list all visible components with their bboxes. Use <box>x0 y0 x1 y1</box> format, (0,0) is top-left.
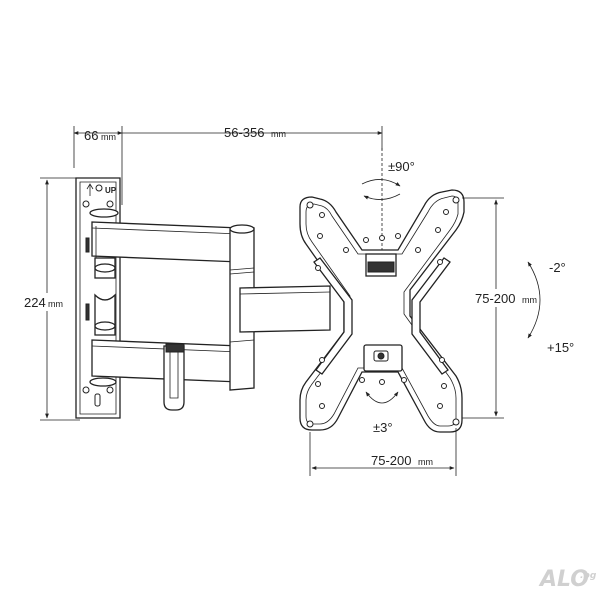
watermark-logo: ALO .bg <box>538 567 597 592</box>
vesa-horizontal-value: 75-200 <box>371 453 411 468</box>
dimension-depth: 66 mm <box>73 126 123 205</box>
watermark-tld: .bg <box>580 571 597 581</box>
height-value: 224 <box>24 295 46 310</box>
tilt-indicator: -2° +15° <box>527 260 574 355</box>
watermark-brand: ALO <box>538 567 589 592</box>
depth-value: 66 <box>84 128 98 143</box>
extension-unit: mm <box>271 129 286 139</box>
dimension-height: 224 mm <box>22 177 80 421</box>
level-bubble-icon <box>95 184 103 192</box>
vesa-vertical-value: 75-200 <box>475 291 515 306</box>
dimension-vesa-horizontal: 75-200 mm <box>309 428 457 476</box>
extension-value: 56-356 <box>224 125 264 140</box>
cable-clip <box>163 343 185 411</box>
extension-arm <box>239 285 331 333</box>
swivel-angle: ±90° <box>388 159 415 174</box>
rotation-angle: ±3° <box>373 420 393 435</box>
vesa-horizontal-unit: mm <box>418 457 433 467</box>
up-label: UP <box>105 186 117 195</box>
dimension-vesa-vertical: 75-200 mm <box>462 197 544 419</box>
vesa-vertical-unit: mm <box>522 295 537 305</box>
up-arrow-icon <box>86 183 94 196</box>
tilt-down-angle: +15° <box>547 340 574 355</box>
vesa-plate <box>299 189 465 433</box>
wall-hinge <box>94 257 116 336</box>
rotation-indicator: ±3° <box>365 391 399 435</box>
tilt-up-angle: -2° <box>549 260 566 275</box>
depth-unit: mm <box>101 132 116 142</box>
dimension-extension: 56-356 mm <box>122 125 383 150</box>
height-unit: mm <box>48 299 63 309</box>
